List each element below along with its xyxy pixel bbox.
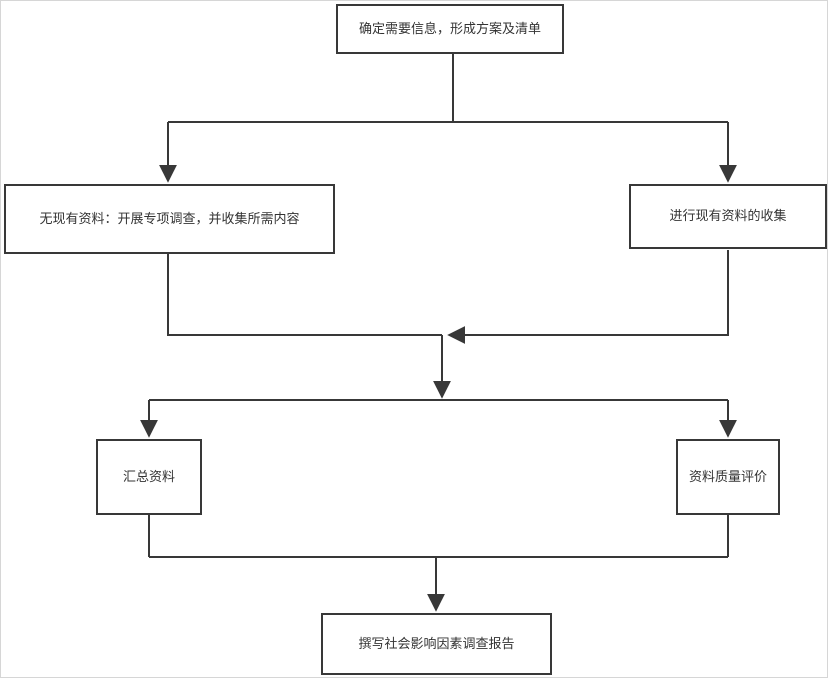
edge-collect-to-merge — [447, 250, 729, 344]
node-write-report-label: 撰写社会影响因素调查报告 — [358, 635, 515, 651]
node-write-report: 撰写社会影响因素调查报告 — [321, 613, 552, 675]
node-no-existing-data-survey-label: 无现有资料：开展专项调查，并收集所需内容 — [39, 210, 300, 226]
node-collect-existing-data-label: 进行现有资料的收集 — [669, 208, 787, 224]
node-data-quality-evaluation: 资料质量评价 — [676, 439, 780, 515]
node-determine-info-label: 确定需要信息，形成方案及清单 — [358, 20, 541, 36]
node-no-existing-data-survey: 无现有资料：开展专项调查，并收集所需内容 — [4, 184, 335, 254]
node-determine-info: 确定需要信息，形成方案及清单 — [336, 4, 564, 54]
edge-no-data-to-merge — [167, 254, 442, 336]
node-data-quality-evaluation-label: 资料质量评价 — [688, 468, 767, 484]
node-summarize-data: 汇总资料 — [96, 439, 202, 515]
node-summarize-data-label: 汇总资料 — [122, 468, 175, 484]
node-collect-existing-data: 进行现有资料的收集 — [629, 184, 827, 249]
